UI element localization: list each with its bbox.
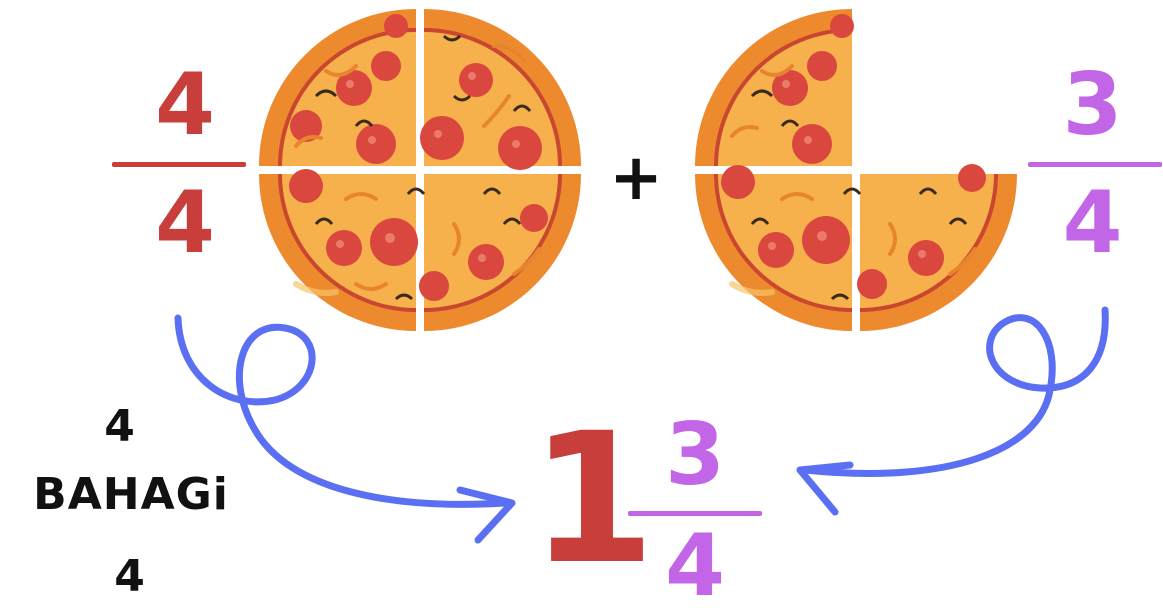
result-denominator: 4	[665, 516, 725, 616]
plus-operator: +	[609, 141, 663, 215]
pizza-slice-bottom-right	[842, 164, 1017, 331]
caption-line-3: 4	[114, 551, 146, 602]
illustration-layer	[174, 9, 1109, 544]
pizza-slice-top-left	[259, 9, 416, 166]
right-fraction-numerator: 3	[1062, 55, 1123, 155]
pizza-slice-bottom-left	[259, 169, 418, 331]
pizza-slice-top-left	[695, 9, 854, 166]
pizza-slice-bottom-right	[406, 174, 581, 331]
left-fraction-numerator: 4	[155, 55, 215, 155]
left-fraction-bar	[112, 162, 246, 167]
left-fraction-denominator: 4	[155, 173, 215, 273]
right-fraction-denominator: 4	[1062, 173, 1123, 273]
pizza-icon	[259, 9, 581, 331]
pizza-slice-bottom-left	[695, 165, 852, 331]
pizza-icon	[695, 9, 1017, 331]
pizza-slice-top-right	[420, 9, 581, 170]
left-loop-arrow-icon	[174, 314, 516, 544]
caption-line-1: 4	[104, 401, 136, 452]
right-loop-arrow-icon	[796, 306, 1109, 516]
caption-line-2: BAHAGi	[33, 469, 229, 520]
result-numerator: 3	[665, 405, 725, 505]
result-fraction-bar	[628, 511, 762, 516]
right-fraction-bar	[1028, 162, 1162, 167]
